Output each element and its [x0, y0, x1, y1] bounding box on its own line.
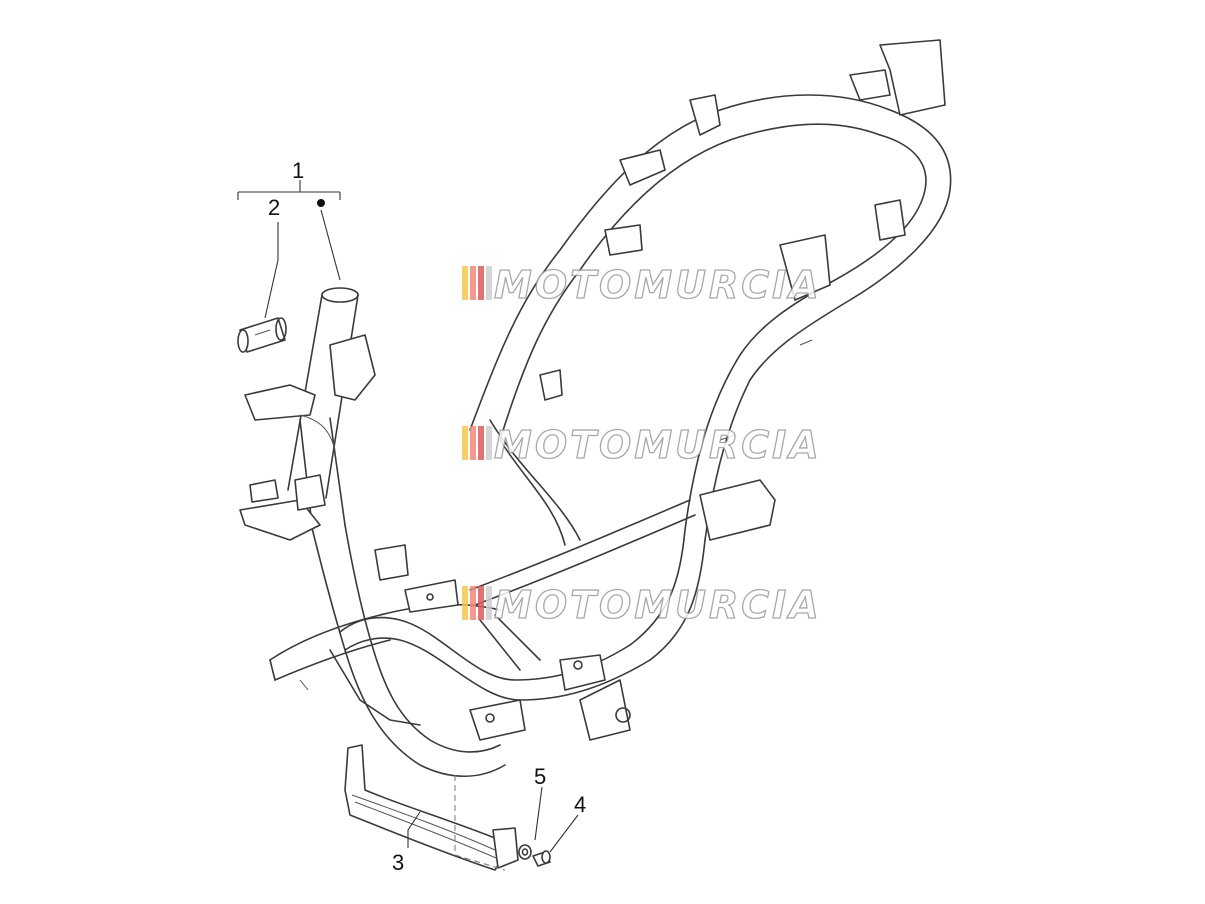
lower-cross-member — [344, 744, 519, 871]
watermark-middle: MOTOMURCIA — [462, 422, 822, 468]
watermark-text: MOTOMURCIA — [494, 263, 822, 307]
watermark-top: MOTOMURCIA — [462, 262, 822, 308]
watermark-text: MOTOMURCIA — [494, 583, 822, 627]
callout-2-label: 2 — [268, 195, 280, 220]
steering-head-tube — [239, 287, 376, 541]
steering-bushing — [237, 317, 287, 353]
watermark-text: MOTOMURCIA — [494, 423, 822, 467]
callout-4-label: 4 — [574, 792, 586, 817]
scooter-frame — [269, 39, 952, 778]
callout-1-label: 1 — [292, 158, 304, 183]
callout-5-label: 5 — [534, 764, 546, 789]
watermark-bottom: MOTOMURCIA — [462, 582, 822, 628]
washer-and-bolt — [518, 844, 551, 867]
callout-3-label: 3 — [392, 850, 404, 875]
callout-leaders — [237, 180, 579, 853]
